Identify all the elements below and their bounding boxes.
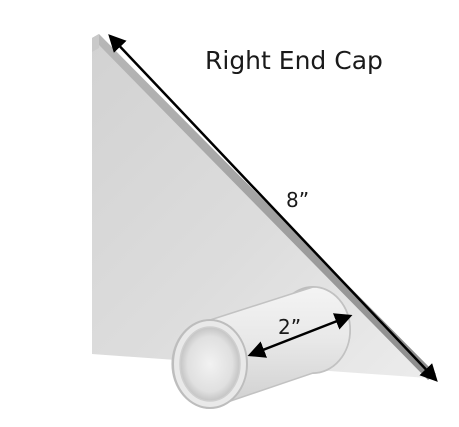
diagram-title: Right End Cap: [205, 46, 383, 75]
hypotenuse-length-label: 8”: [286, 188, 309, 212]
plate-top-corner: [92, 34, 99, 52]
tube-dimension-arrow: [247, 313, 353, 358]
tube-front-hole: [179, 326, 241, 402]
hypotenuse-dimension-arrow: [108, 34, 438, 382]
tube-length-label: 2”: [278, 315, 301, 339]
